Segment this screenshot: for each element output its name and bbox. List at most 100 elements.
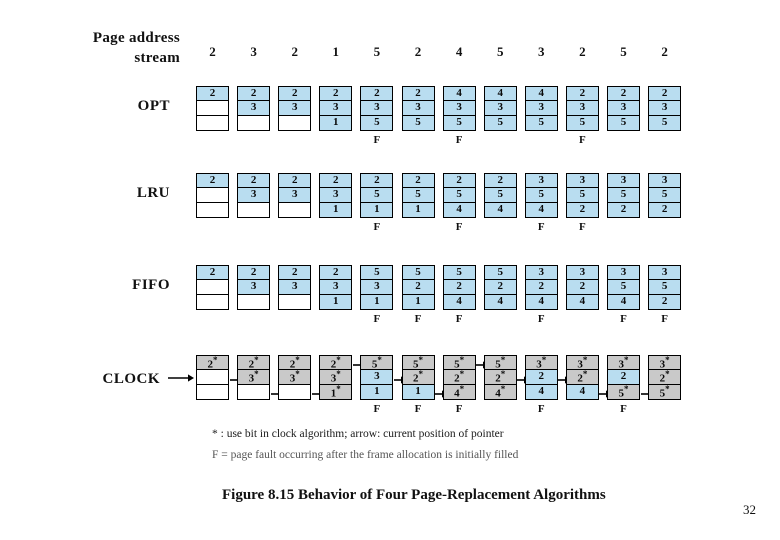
frame-slot: 5: [443, 266, 475, 281]
frame-slot: 3*: [279, 369, 311, 385]
frame-slot: [197, 101, 228, 116]
page-fault-marker: F: [537, 403, 545, 415]
frame-slot: 5: [525, 115, 557, 130]
frame-slot: 1: [320, 294, 352, 309]
stream-reference-4: 1: [332, 44, 340, 59]
clock-entry-arrow-icon: [168, 371, 194, 383]
use-bit-star-icon: *: [295, 369, 300, 380]
stream-reference-12: 2: [661, 44, 668, 59]
frame-slot: 3: [279, 280, 311, 295]
frame-slot: 2*: [402, 369, 434, 385]
frame-slot: 3: [649, 266, 681, 281]
figure-caption: Figure 8.15 Behavior of Four Page-Replac…: [222, 487, 606, 503]
frame-slot: 3*: [320, 370, 352, 385]
frame-slot: 2*: [238, 356, 270, 371]
frame-slot: 5*: [402, 356, 434, 371]
frame-slot: 3: [361, 101, 393, 116]
frame-slot: 2: [279, 174, 311, 189]
page-fault-marker: F: [620, 313, 627, 325]
page-fault-marker: F: [373, 403, 381, 415]
frame-slot: 2: [525, 280, 557, 295]
frame-slot: [238, 384, 270, 399]
use-bit-star-icon: *: [459, 369, 465, 380]
frame-slot: 3*: [649, 356, 681, 371]
page-fault-marker: F: [537, 221, 545, 233]
frame-slot: 2: [238, 87, 270, 102]
frame-slot: 5: [361, 188, 393, 203]
use-bit-star-icon: *: [500, 383, 506, 394]
algorithm-label-opt: OPT: [137, 98, 170, 114]
page-fault-marker: F: [579, 221, 586, 233]
frame-slot: 5*: [484, 355, 516, 371]
frame-slot: 3: [279, 101, 311, 116]
frame-slot: 5: [566, 115, 598, 130]
frame-slot: [197, 188, 228, 203]
frame-slot: 2: [361, 174, 393, 189]
stream-reference-5: 5: [373, 44, 381, 59]
frame-slot: 2: [197, 87, 228, 102]
frame-slot: 4: [525, 202, 557, 217]
frame-slot: 5: [649, 188, 681, 203]
stream-reference-6: 2: [414, 44, 422, 59]
stream-label-line1: Page address: [92, 30, 180, 46]
frame-slot: 5*: [361, 356, 393, 371]
frame-slot: [279, 294, 311, 309]
frame-slot: 5: [484, 115, 516, 130]
frame-slot: 3: [484, 101, 516, 116]
page-address-stream-label: Page address stream: [60, 28, 180, 68]
frame-slot: [197, 384, 228, 399]
frame-slot: 4: [484, 202, 516, 217]
frame-slot: 3: [649, 101, 681, 116]
frame-slot: 3: [320, 188, 352, 203]
page-fault-marker: F: [373, 134, 381, 146]
frame-slot: 5: [402, 266, 434, 281]
frame-slot: 4*: [484, 383, 516, 399]
frame-slot: 2: [402, 280, 434, 295]
frame-slot: 3: [525, 174, 557, 189]
frame-slot: 2: [238, 174, 270, 189]
use-bit-star-icon: *: [418, 369, 424, 380]
page-fault-marker: F: [455, 313, 463, 325]
frame-slot: [197, 370, 228, 385]
frame-slot: 3: [238, 188, 270, 203]
frame-slot: 1: [361, 202, 393, 217]
frame-slot: 2: [197, 266, 228, 281]
frame-slot: 4: [443, 202, 475, 217]
frame-slot: 3: [608, 174, 639, 189]
use-bit-star-icon: *: [459, 383, 465, 394]
frame-set-clock-step-3: 2*3*: [278, 355, 312, 400]
use-bit-star-icon: *: [500, 355, 506, 365]
frame-slot: 1: [402, 384, 434, 399]
use-bit-star-icon: *: [336, 355, 341, 365]
frame-slot: 3: [361, 280, 393, 295]
frame-slot: 2: [649, 294, 681, 309]
frame-set-fifo-step-1: 2: [196, 265, 229, 310]
stream-reference-8: 5: [496, 44, 504, 59]
frame-slot: 2: [197, 174, 228, 189]
stream-label-line2: stream: [134, 50, 180, 66]
frame-slot: 2: [566, 202, 598, 217]
frame-slot: 2: [279, 87, 311, 102]
stream-reference-9: 3: [538, 44, 545, 59]
frame-slot: 4: [525, 294, 557, 309]
frame-slot: 3: [320, 280, 352, 295]
frame-slot: [197, 115, 228, 130]
frame-slot: 4*: [443, 383, 475, 399]
frame-set-opt-step-1: 2: [196, 86, 229, 131]
frame-slot: 1: [361, 294, 393, 309]
frame-slot: 2: [608, 202, 639, 217]
frame-slot: 4: [443, 87, 475, 102]
use-bit-star-icon: *: [582, 355, 588, 365]
frame-slot: 5: [361, 266, 393, 281]
